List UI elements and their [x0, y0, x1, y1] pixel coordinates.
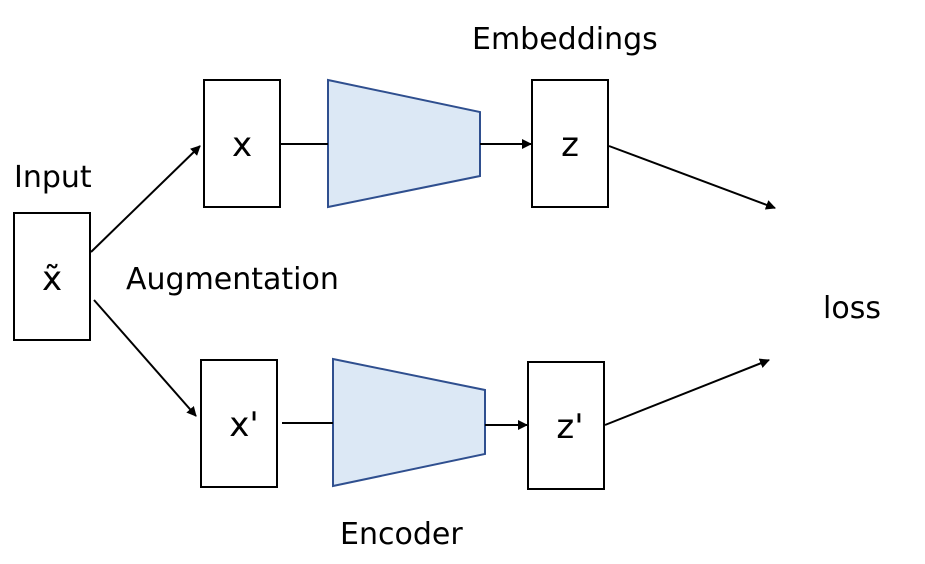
augmentation-label: Augmentation — [126, 262, 339, 297]
view-x-prime-node-label: x' — [229, 405, 258, 445]
input-node-label: x̃ — [42, 259, 62, 299]
encoder-label: Encoder — [340, 517, 463, 552]
encoder-bottom-shape — [332, 357, 486, 488]
loss-label: loss — [823, 291, 881, 326]
view-x-prime-node-box — [200, 359, 278, 488]
view-x-node-label: x — [232, 125, 252, 165]
edge-z-to-loss — [608, 145, 776, 210]
embeddings-label: Embeddings — [472, 22, 658, 57]
embedding-z-prime-node-label: z' — [556, 407, 583, 447]
embedding-z-node-label: z — [561, 125, 579, 165]
input-label: Input — [14, 160, 92, 195]
encoder-top-shape — [327, 78, 481, 209]
edge-input-to-x — [90, 145, 201, 253]
input-node-box — [13, 212, 91, 341]
embedding-z-node-box — [531, 79, 609, 208]
view-x-node-box — [203, 79, 281, 208]
edge-z-prime-to-loss — [604, 358, 770, 426]
embedding-z-prime-node-box — [527, 361, 605, 490]
edge-input-to-x-prime — [93, 299, 197, 417]
